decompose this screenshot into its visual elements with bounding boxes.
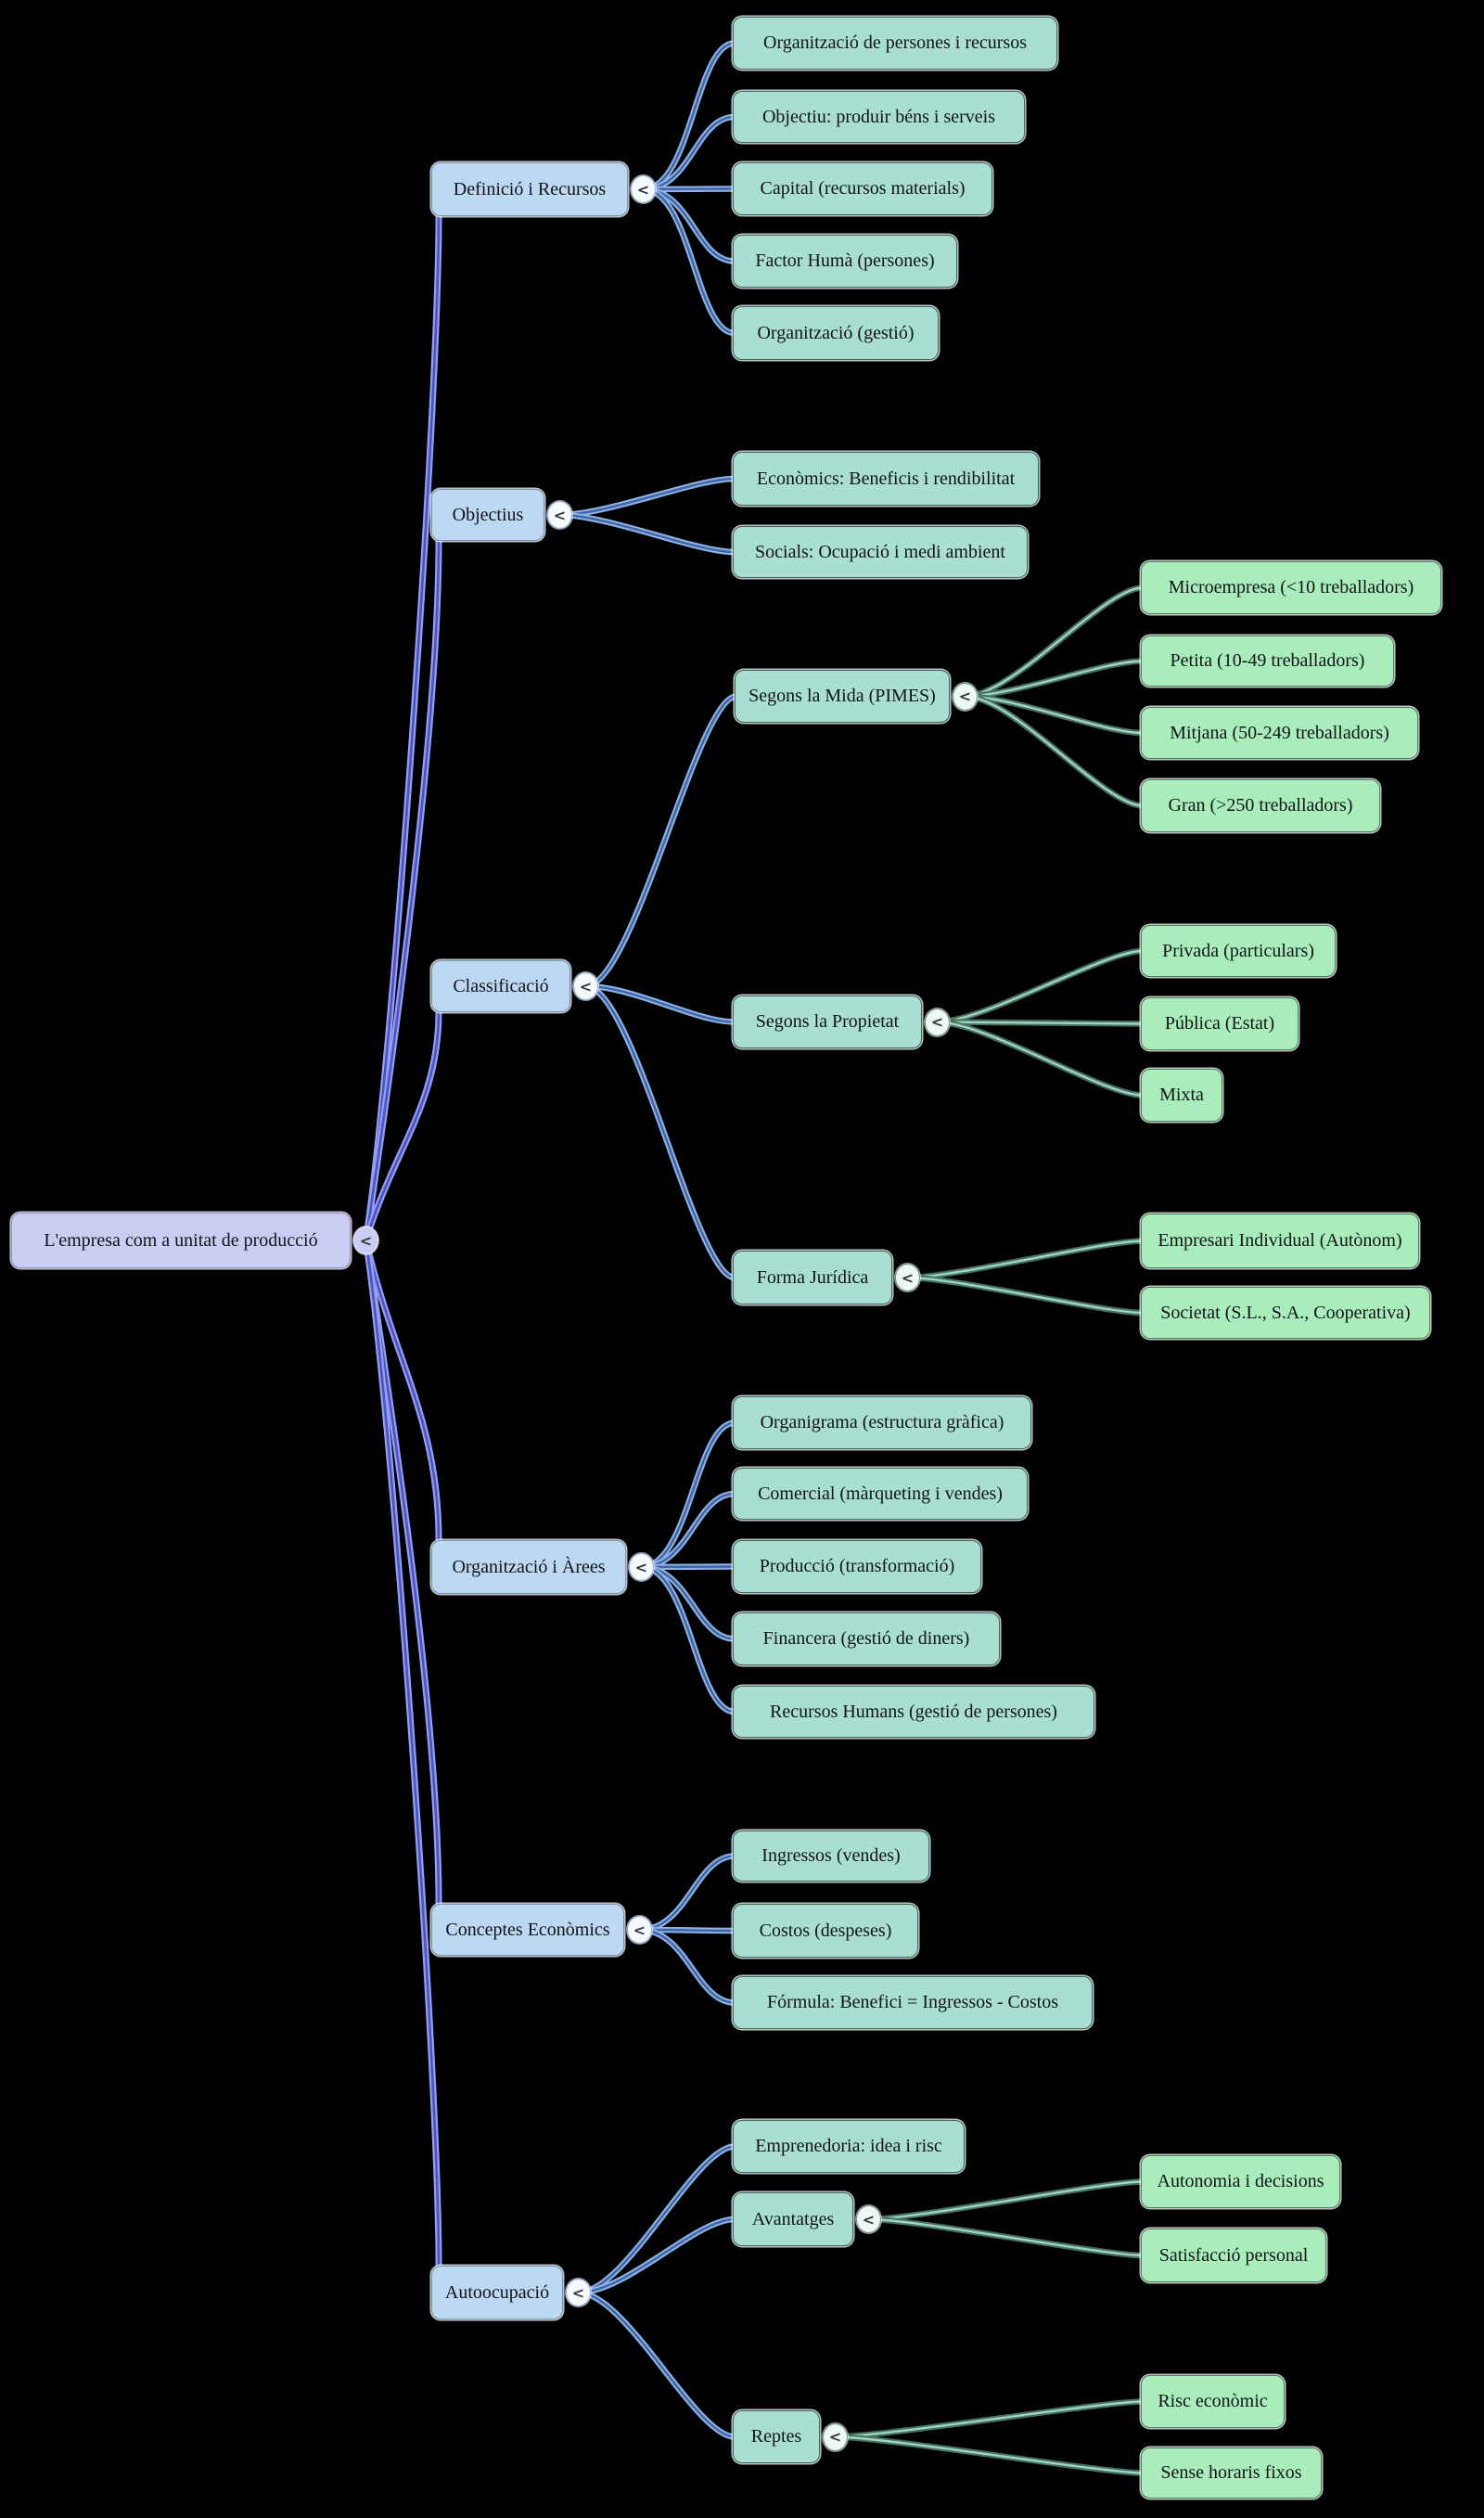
edge-g-in xyxy=(907,1240,1144,1279)
node-jur: Forma Jurídica xyxy=(733,1251,892,1304)
edge-b-in xyxy=(643,42,736,191)
node-org2: Comercial (màrqueting i vendes) xyxy=(733,1468,1028,1520)
edge-p-in xyxy=(365,1240,441,2267)
edge-g-in xyxy=(907,1276,1144,1315)
edge-b-out xyxy=(578,2289,736,2440)
node-mida3: Mitjana (50-249 treballadors) xyxy=(1141,707,1418,759)
node-rep2: Sense horaris fixos xyxy=(1141,2447,1322,2499)
node-cla: Classificació xyxy=(431,960,570,1012)
collapse-toggle-obj[interactable]: < xyxy=(547,501,572,529)
node-prop: Segons la Propietat xyxy=(733,996,922,1048)
edge-g-in xyxy=(868,2180,1144,2221)
node-eco3: Fórmula: Benefici = Ingressos - Costos xyxy=(733,1976,1093,2029)
node-def: Definició i Recursos xyxy=(431,162,628,216)
node-def4: Factor Humà (persones) xyxy=(733,235,957,288)
edge-b-in xyxy=(559,477,736,517)
node-obj1: Econòmics: Beneficis i rendibilitat xyxy=(733,452,1039,506)
node-eco: Conceptes Econòmics xyxy=(431,1904,624,1956)
edge-g-in xyxy=(937,949,1144,1023)
edge-b-in xyxy=(585,984,736,1279)
node-prop3: Mixta xyxy=(1141,1069,1222,1122)
node-mida4: Gran (>250 treballadors) xyxy=(1141,779,1380,832)
edge-p-in xyxy=(365,1011,441,1241)
node-org5: Recursos Humans (gestió de persones) xyxy=(733,1686,1094,1738)
collapse-toggle-rep[interactable]: < xyxy=(823,2422,848,2451)
node-mida: Segons la Mida (PIMES) xyxy=(735,670,950,723)
edge-b-in xyxy=(578,2145,736,2294)
collapse-toggle-prop[interactable]: < xyxy=(925,1008,950,1036)
node-prop2: Pública (Estat) xyxy=(1141,997,1298,1050)
edge-b-in xyxy=(643,187,736,335)
edge-b-in xyxy=(585,695,737,988)
node-eco2: Costos (despeses) xyxy=(733,1904,918,1958)
node-auto1: Emprenedoria: idea i risc xyxy=(733,2120,965,2173)
node-jur2: Societat (S.L., S.A., Cooperativa) xyxy=(1141,1287,1430,1339)
node-mida2: Petita (10-49 treballadors) xyxy=(1141,636,1394,687)
node-eco1: Ingressos (vendes) xyxy=(733,1831,929,1882)
node-def3: Capital (recursos materials) xyxy=(733,162,992,215)
node-prop1: Privada (particulars) xyxy=(1141,925,1336,977)
collapse-toggle-mida[interactable]: < xyxy=(953,682,978,711)
edge-b-in xyxy=(578,2217,736,2294)
node-org: Organització i Àrees xyxy=(431,1540,626,1594)
edge-b-out xyxy=(641,1563,736,1715)
edge-b-out xyxy=(643,40,736,193)
node-obj: Objectius xyxy=(431,489,544,541)
collapse-toggle-cla[interactable]: < xyxy=(573,972,598,1000)
collapse-toggle-root[interactable]: < xyxy=(353,1227,378,1254)
edge-b-in xyxy=(585,984,736,1023)
node-avan1: Autonomia i decisions xyxy=(1141,2155,1340,2208)
node-avan: Avantatges xyxy=(733,2192,853,2246)
node-rep1: Risc econòmic xyxy=(1141,2375,1285,2428)
edge-p-out xyxy=(363,1240,442,2267)
collapse-toggle-org[interactable]: < xyxy=(629,1553,654,1581)
node-org3: Producció (transformació) xyxy=(733,1540,981,1593)
edge-b-in xyxy=(578,2291,736,2438)
edge-p-in xyxy=(365,1240,441,1541)
node-root: L'empresa com a unitat de producció xyxy=(11,1213,351,1268)
edge-b-in xyxy=(559,513,736,554)
edge-g-in xyxy=(965,586,1144,698)
node-org4: Financera (gestió de diners) xyxy=(733,1612,1000,1665)
edge-b-out xyxy=(578,2143,736,2296)
edge-g-in xyxy=(835,2435,1144,2474)
edge-g-in xyxy=(965,695,1144,807)
node-def1: Organització de persones i recursos xyxy=(733,17,1057,70)
node-def5: Organització (gestió) xyxy=(733,306,939,360)
node-mida1: Microempresa (<10 treballadors) xyxy=(1141,561,1441,614)
edge-g-in xyxy=(835,2400,1144,2438)
edge-b-in xyxy=(641,1565,736,1714)
edge-b-in xyxy=(639,1928,736,2004)
edge-p-in xyxy=(365,540,441,1241)
edge-b-out xyxy=(643,186,736,337)
collapse-toggle-jur[interactable]: < xyxy=(895,1264,920,1291)
edge-g-in xyxy=(868,2217,1144,2257)
collapse-toggle-eco[interactable]: < xyxy=(627,1916,652,1944)
node-def2: Objectiu: produir béns i serveis xyxy=(733,91,1025,143)
node-org1: Organigrama (estructura gràfica) xyxy=(733,1396,1031,1449)
edge-b-out xyxy=(639,1926,736,2006)
collapse-toggle-auto[interactable]: < xyxy=(566,2279,591,2306)
edge-b-in xyxy=(639,1855,736,1932)
node-auto: Autoocupació xyxy=(431,2266,563,2319)
edge-b-out xyxy=(584,983,736,1281)
edge-b-out xyxy=(639,1853,736,1933)
node-jur1: Empresari Individual (Autònom) xyxy=(1141,1214,1419,1268)
node-obj2: Socials: Ocupació i medi ambient xyxy=(733,526,1028,578)
edge-g-out xyxy=(937,1019,1144,1098)
collapse-toggle-avan[interactable]: < xyxy=(856,2205,881,2233)
node-rep: Reptes xyxy=(733,2410,820,2463)
edge-g-out xyxy=(937,947,1144,1025)
collapse-toggle-def[interactable]: < xyxy=(631,175,656,203)
node-avan2: Satisfacció personal xyxy=(1141,2229,1326,2282)
edge-g-in xyxy=(937,1021,1144,1097)
edge-b-out xyxy=(584,693,737,990)
